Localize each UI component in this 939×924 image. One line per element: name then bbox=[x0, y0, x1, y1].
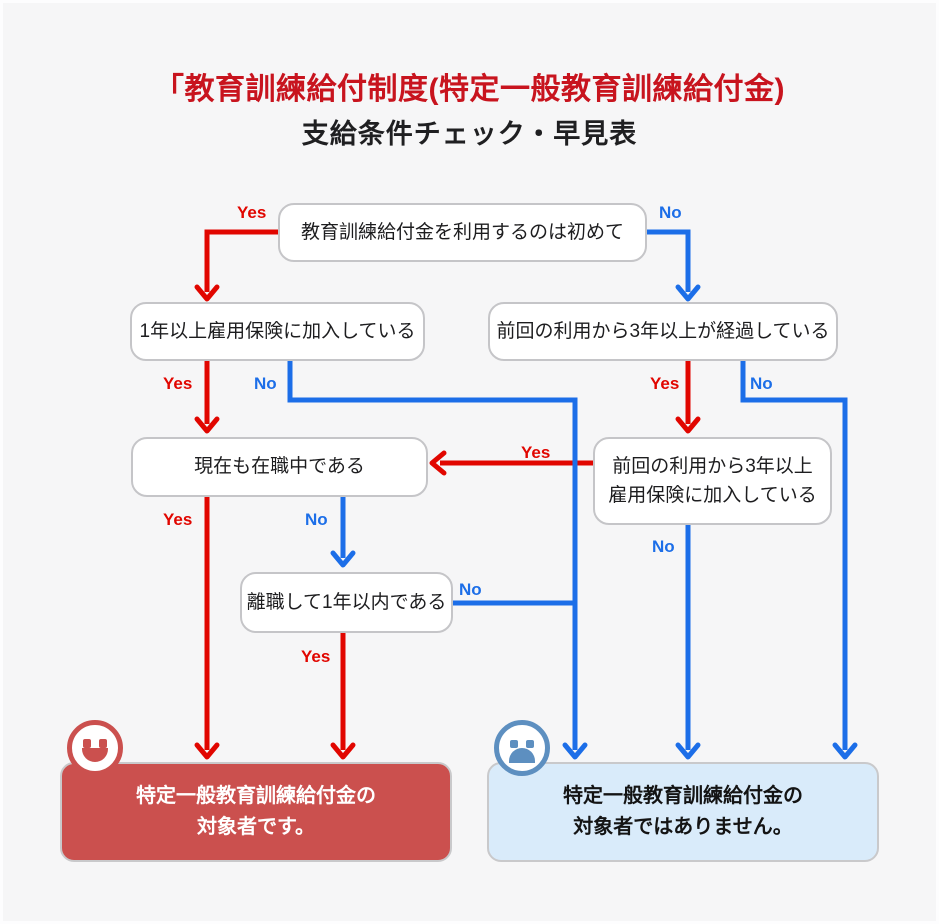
no-label-insured-3yr: No bbox=[652, 537, 675, 556]
node-insured-3yr-since-last: 前回の利用から3年以上 雇用保険に加入している bbox=[593, 437, 832, 525]
result-box-eligible: 特定一般教育訓練給付金の 対象者です。 bbox=[60, 762, 452, 862]
no-label-three-years: No bbox=[750, 374, 773, 393]
node-left-within-1yr: 離職して1年以内である bbox=[240, 572, 453, 633]
no-label-employed: No bbox=[305, 510, 328, 529]
sad-face-icon bbox=[494, 720, 550, 776]
yes-label-insured-1yr: Yes bbox=[163, 374, 193, 393]
node-left-within-1yr-label: 離職して1年以内である bbox=[246, 591, 447, 613]
result-box-not-eligible: 特定一般教育訓練給付金の 対象者ではありません。 bbox=[487, 762, 879, 862]
smiley-mouth bbox=[82, 748, 108, 762]
no-label-insured-1yr: No bbox=[254, 374, 277, 393]
node-insured-1yr-label: 1年以上雇用保険に加入している bbox=[139, 320, 416, 342]
result-not-eligible-line1: 特定一般教育訓練給付金の bbox=[563, 785, 803, 807]
node-currently-employed-label: 現在も在職中である bbox=[194, 456, 365, 478]
node-first-time: 教育訓練給付金を利用するのは初めて bbox=[278, 203, 647, 262]
yes-label-first-time: Yes bbox=[237, 203, 267, 222]
result-eligible-line2: 対象者です。 bbox=[197, 816, 315, 838]
yes-label-three-years: Yes bbox=[650, 374, 680, 393]
node-three-years-passed-label: 前回の利用から3年以上が経過している bbox=[496, 320, 830, 342]
sad-mouth bbox=[509, 748, 535, 763]
node-insured-1yr: 1年以上雇用保険に加入している bbox=[130, 302, 425, 361]
no-label-first-time: No bbox=[659, 203, 682, 222]
no-label-left-1yr: No bbox=[459, 580, 482, 599]
node-first-time-label: 教育訓練給付金を利用するのは初めて bbox=[300, 221, 624, 243]
yes-label-insured-3yr: Yes bbox=[521, 443, 551, 462]
node-currently-employed: 現在も在職中である bbox=[131, 437, 428, 497]
smiley-eye-right bbox=[99, 739, 107, 748]
page-title-main: 「教育訓練給付制度(特定一般教育訓練給付金) bbox=[154, 73, 785, 106]
node-insured-3yr-line2: 雇用保険に加入している bbox=[608, 485, 817, 506]
yes-label-employed: Yes bbox=[163, 510, 193, 529]
result-not-eligible-line2: 対象者ではありません。 bbox=[573, 816, 793, 838]
smiley-eye-left bbox=[83, 739, 91, 748]
smiley-face-icon bbox=[67, 720, 123, 776]
result-eligible-line1: 特定一般教育訓練給付金の bbox=[136, 785, 376, 807]
sad-eye-right bbox=[526, 740, 534, 748]
yes-label-left-1yr: Yes bbox=[301, 647, 331, 666]
node-insured-3yr-line1: 前回の利用から3年以上 bbox=[612, 455, 813, 477]
page-title-sub: 支給条件チェック・早見表 bbox=[301, 119, 638, 149]
sad-eye-left bbox=[510, 740, 518, 748]
node-three-years-passed: 前回の利用から3年以上が経過している bbox=[488, 302, 838, 361]
